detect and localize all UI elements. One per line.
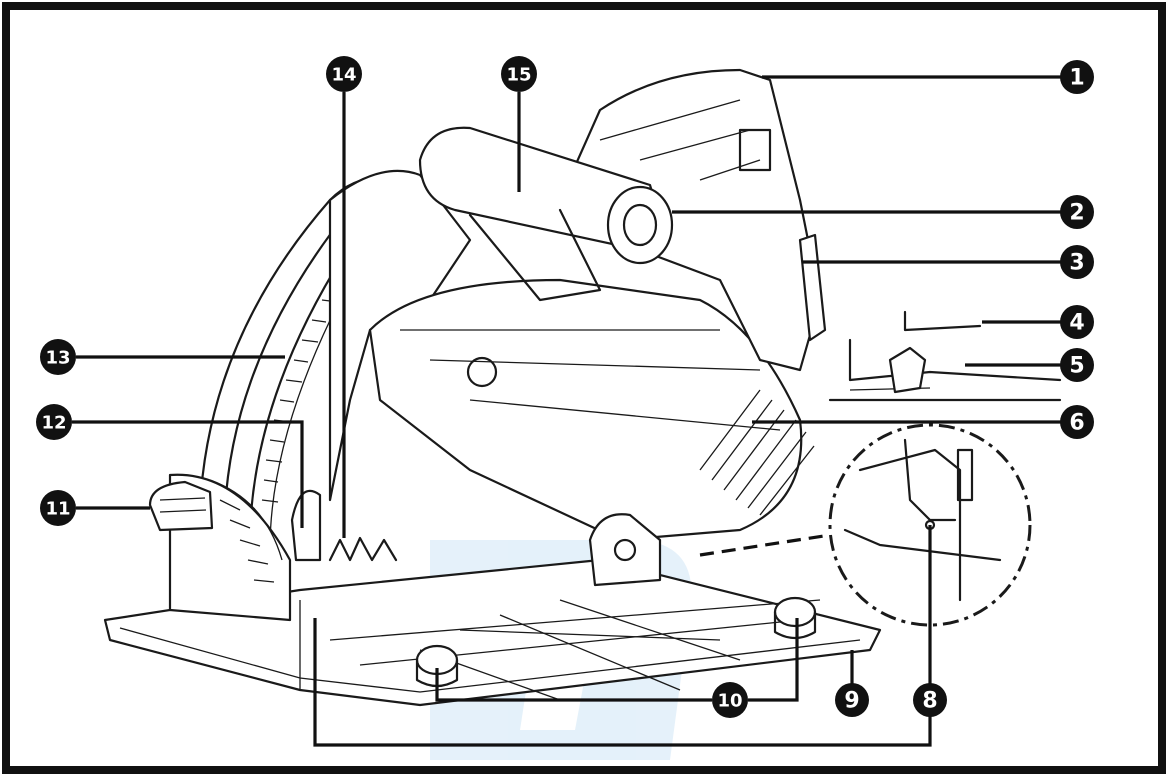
callout-2-label: 2	[1069, 201, 1084, 226]
callout-6: 6	[1060, 405, 1094, 439]
callout-4-label: 4	[1069, 311, 1084, 336]
callout-1: 1	[1060, 60, 1094, 94]
callout-15: 15	[501, 56, 537, 92]
callout-10: 10	[712, 682, 748, 718]
riving-knife	[290, 489, 322, 562]
callout-2: 2	[1060, 195, 1094, 229]
callout-5-label: 5	[1069, 354, 1084, 379]
hex-key	[903, 310, 982, 332]
callout-5: 5	[1060, 348, 1094, 382]
leader-12	[72, 420, 304, 528]
pivot-bracket	[588, 513, 662, 587]
callouts: 1 2 3 4 5 6 8 9	[36, 56, 1094, 718]
callout-14-label: 14	[331, 65, 356, 86]
callout-9: 9	[835, 683, 869, 717]
motor-housing	[368, 278, 815, 542]
leader-10b	[748, 618, 799, 702]
base-plate	[103, 558, 882, 707]
callout-8-label: 8	[922, 689, 937, 714]
leader-10	[435, 668, 712, 702]
callout-12: 12	[36, 404, 72, 440]
leader-8	[313, 525, 932, 747]
auxiliary-handle	[418, 126, 674, 302]
callout-13: 13	[40, 339, 76, 375]
callout-15-label: 15	[506, 65, 531, 86]
motor-vents	[699, 389, 815, 516]
callout-11-label: 11	[45, 499, 70, 520]
callout-4: 4	[1060, 305, 1094, 339]
main-handle	[558, 68, 822, 372]
callout-3-label: 3	[1069, 251, 1084, 276]
callout-1-label: 1	[1069, 66, 1084, 91]
callout-12-label: 12	[41, 413, 66, 434]
power-cable	[828, 338, 1062, 402]
callout-6-label: 6	[1069, 411, 1084, 436]
bevel-lock-knob	[148, 480, 214, 532]
callout-10-label: 10	[717, 691, 742, 712]
leader-lines	[72, 75, 1064, 747]
callout-13-label: 13	[45, 348, 70, 369]
callout-11: 11	[40, 490, 76, 526]
callout-3: 3	[1060, 245, 1094, 279]
base-lock-knobs	[415, 596, 817, 688]
callout-14: 14	[326, 56, 362, 92]
callout-9-label: 9	[844, 689, 859, 714]
callout-8: 8	[913, 683, 947, 717]
